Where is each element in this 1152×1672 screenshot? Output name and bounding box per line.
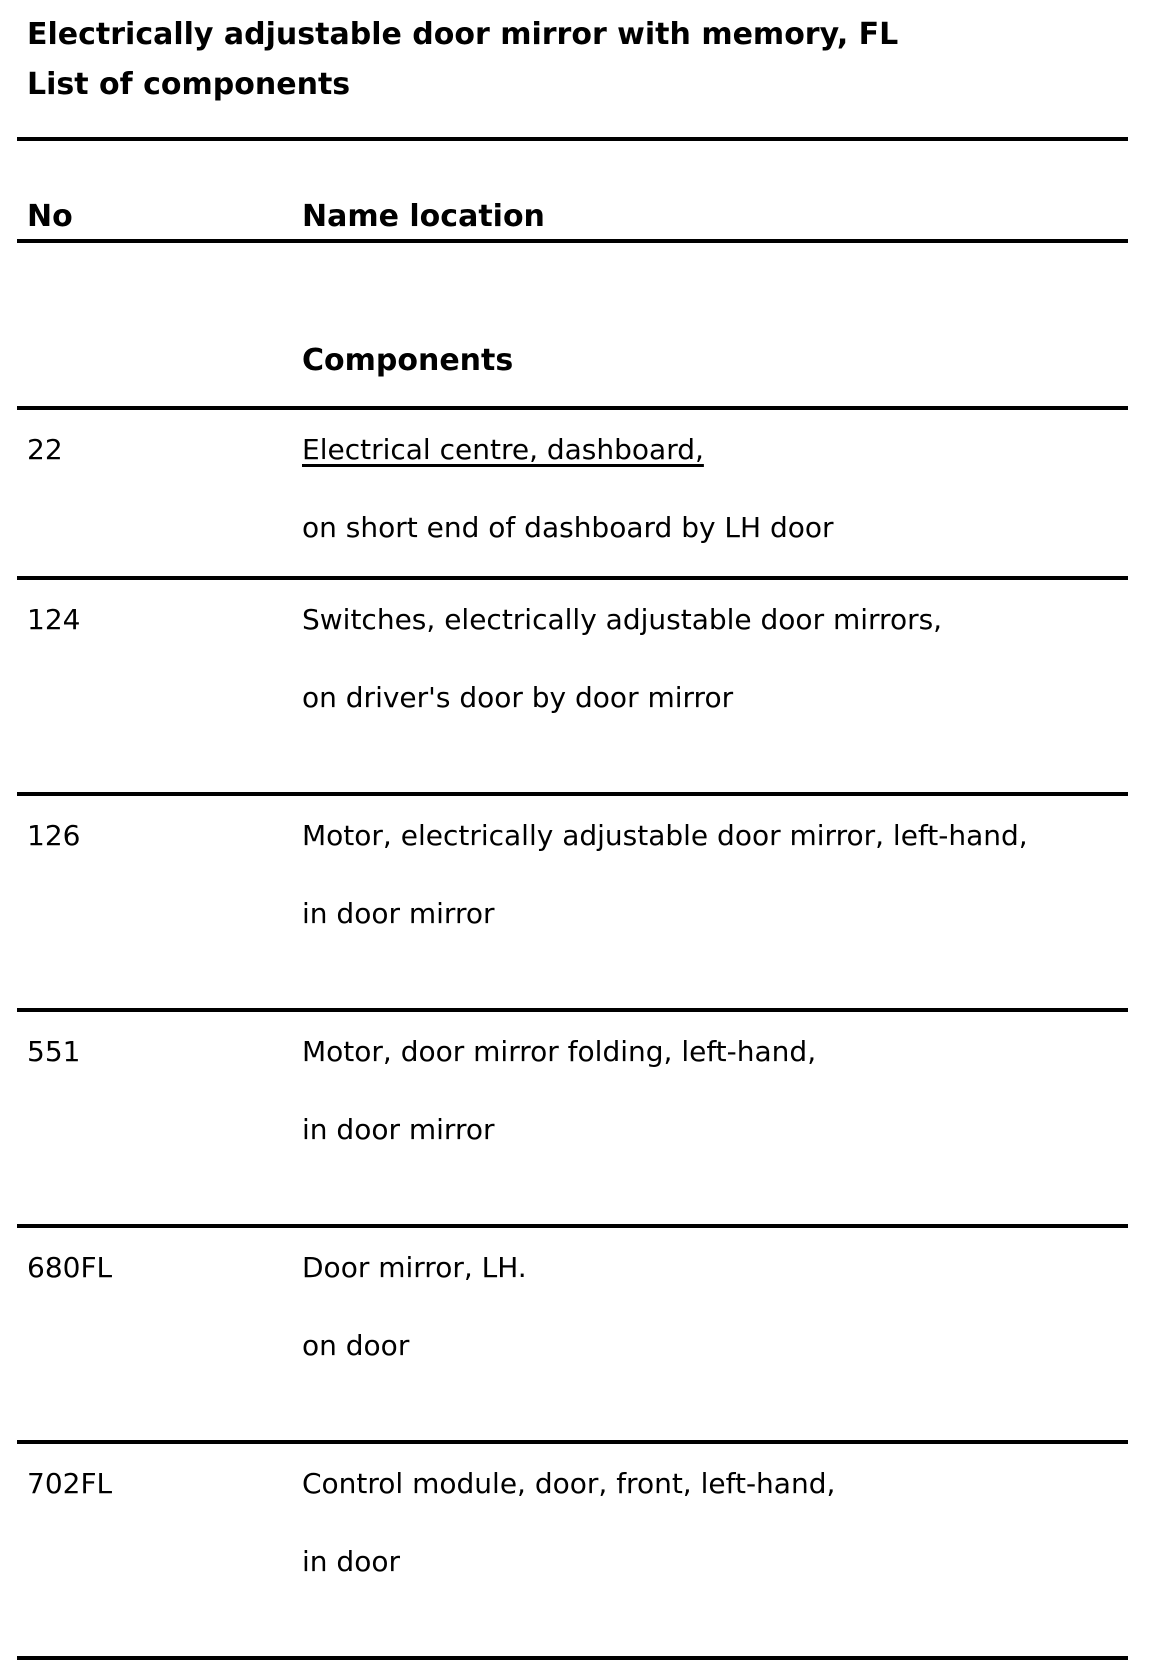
component-number: 126 <box>27 819 81 852</box>
component-location: on short end of dashboard by LH door <box>302 511 834 544</box>
component-row: 551 Motor, door mirror folding, left-han… <box>17 1008 1128 1224</box>
component-name: Control module, door, front, left-hand, <box>302 1467 836 1500</box>
component-location: in door <box>302 1545 400 1578</box>
component-row: 680FL Door mirror, LH. on door <box>17 1224 1128 1440</box>
component-name: Door mirror, LH. <box>302 1251 527 1284</box>
component-location: in door mirror <box>302 1113 495 1146</box>
component-details: Motor, door mirror folding, left-hand, i… <box>302 1033 1128 1149</box>
section-header-row: Components <box>17 243 1128 406</box>
divider-top <box>17 137 1128 141</box>
component-details: Door mirror, LH. on door <box>302 1249 1128 1365</box>
component-row: 126 Motor, electrically adjustable door … <box>17 792 1128 1008</box>
page-title-line2: List of components <box>27 67 351 102</box>
component-row: 124 Switches, electrically adjustable do… <box>17 576 1128 792</box>
component-details: Electrical centre, dashboard, on short e… <box>302 431 1128 547</box>
component-row: 22 Electrical centre, dashboard, on shor… <box>17 406 1128 576</box>
component-name-link[interactable]: Electrical centre, dashboard, <box>302 433 704 466</box>
table-header-row: No Name location <box>17 141 1128 239</box>
section-header-spacer <box>27 342 302 380</box>
component-number: 702FL <box>27 1467 113 1500</box>
component-number: 680FL <box>27 1251 113 1284</box>
divider-header-bottom <box>17 239 1128 243</box>
component-row: 702FL Control module, door, front, left-… <box>17 1440 1128 1656</box>
component-rows: 22 Electrical centre, dashboard, on shor… <box>0 406 1152 1656</box>
component-location: on driver's door by door mirror <box>302 681 734 714</box>
component-number: 551 <box>27 1035 81 1068</box>
component-name: Motor, door mirror folding, left-hand, <box>302 1035 817 1068</box>
component-name: Motor, electrically adjustable door mirr… <box>302 819 1028 852</box>
component-name: Switches, electrically adjustable door m… <box>302 603 943 636</box>
section-header-components: Components <box>302 343 514 378</box>
component-details: Motor, electrically adjustable door mirr… <box>302 817 1128 933</box>
page-title: Electrically adjustable door mirror with… <box>0 0 1152 110</box>
component-location: on door <box>302 1329 410 1362</box>
divider-bottom <box>17 1656 1128 1660</box>
column-header-name-location: Name location <box>302 199 545 234</box>
component-number: 22 <box>27 433 63 466</box>
column-header-no: No <box>27 199 73 234</box>
page-title-line1: Electrically adjustable door mirror with… <box>27 17 899 52</box>
component-number: 124 <box>27 603 81 636</box>
component-details: Switches, electrically adjustable door m… <box>302 601 1128 717</box>
component-details: Control module, door, front, left-hand, … <box>302 1465 1128 1581</box>
component-location: in door mirror <box>302 897 495 930</box>
